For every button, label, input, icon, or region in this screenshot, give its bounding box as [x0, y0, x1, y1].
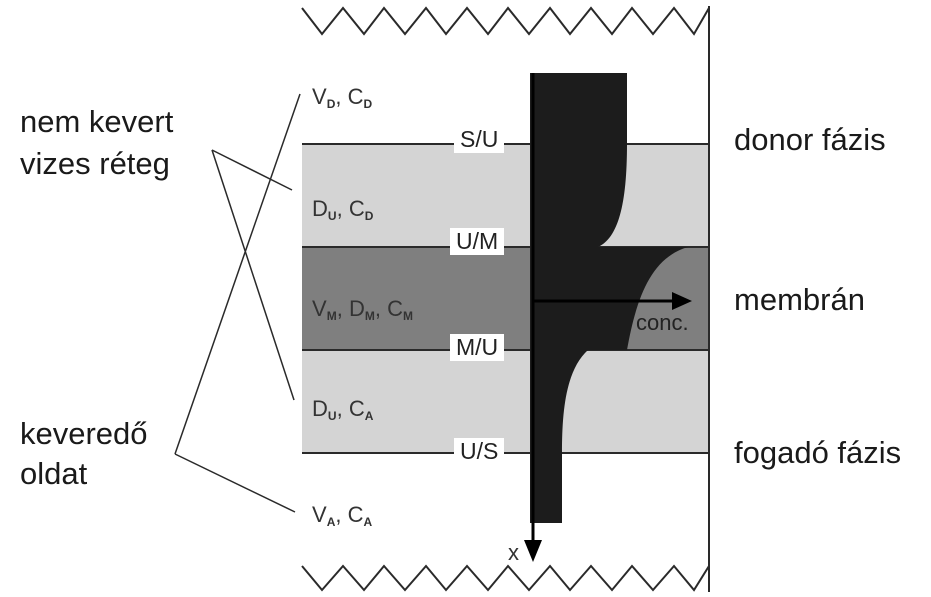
- donor-phase-label: donor fázis: [734, 122, 886, 157]
- acceptor-phase-label: fogadó fázis: [734, 435, 902, 470]
- membrane-variables: VM, DM, CM: [312, 296, 413, 323]
- acceptor-layer-variables: DU, CA: [312, 396, 374, 423]
- leader-unmixed-to-acceptor-layer: [211, 149, 295, 401]
- donor-bulk-variables: VD, CD: [312, 84, 373, 111]
- bottom-zigzag: [301, 564, 710, 592]
- concentration-profile: [530, 73, 688, 523]
- x-axis-label: x: [508, 540, 519, 565]
- leader-unmixed-to-donor-layer: [211, 149, 293, 191]
- conc-axis-label: conc.: [636, 310, 689, 335]
- unmixed-layer-label-line2: vizes réteg: [20, 146, 170, 181]
- boundary-label-s-u: S/U: [454, 126, 505, 153]
- leader-mixed-to-donor-bulk: [174, 93, 301, 455]
- acceptor-unstirred-layer: [302, 350, 709, 453]
- mixed-solution-label-line2: oldat: [20, 456, 88, 491]
- leader-mixed-to-acceptor-bulk: [174, 453, 296, 513]
- acceptor-bulk-variables: VA, CA: [312, 502, 373, 529]
- x-axis-arrowhead: [524, 540, 542, 562]
- donor-unstirred-layer: [302, 144, 709, 247]
- boundary-label-u-m: U/M: [450, 228, 505, 255]
- membrane-label: membrán: [734, 282, 865, 317]
- boundary-label-u-s: U/S: [454, 438, 505, 465]
- boundary-label-m-u: M/U: [450, 334, 505, 361]
- top-zigzag: [301, 6, 710, 36]
- unmixed-layer-label-line1: nem kevert: [20, 104, 174, 139]
- conc-axis-arrowhead: [672, 292, 692, 310]
- mixed-solution-label-line1: keveredő: [20, 416, 148, 451]
- donor-layer-variables: DU, CD: [312, 196, 374, 223]
